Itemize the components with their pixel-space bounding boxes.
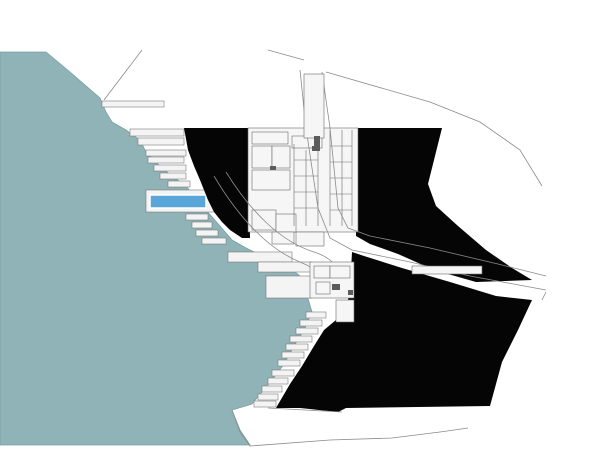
site-lines — [103, 49, 547, 447]
solid-mass-left-wedge — [184, 128, 250, 238]
lower-buildings — [309, 261, 483, 323]
solid-mass-right-upper — [356, 128, 532, 282]
pier-stubs — [101, 100, 327, 408]
solid-mass-right-lower — [276, 252, 532, 412]
central-building — [247, 127, 359, 247]
swimming-pool-left — [149, 194, 207, 209]
